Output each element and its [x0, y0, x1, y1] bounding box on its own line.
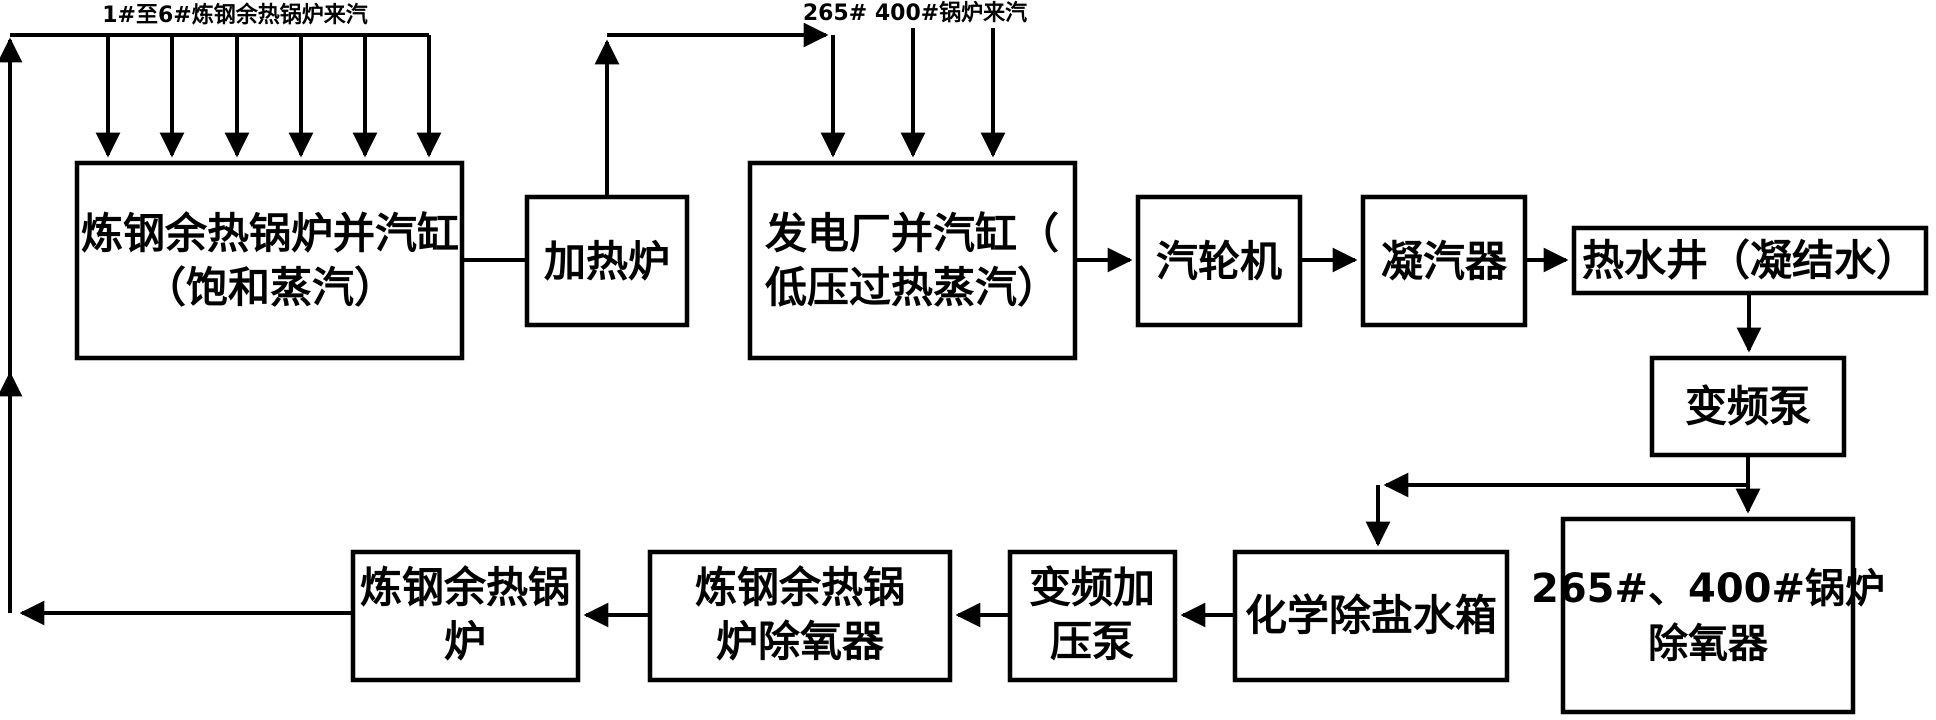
heating-furnace-label: 加热炉	[544, 237, 670, 286]
node-steel-waste-heat-drum	[74, 160, 465, 361]
steel-waste-heat-boiler-label-line2: 炉	[444, 617, 486, 666]
nodes	[74, 160, 1929, 715]
steel-boilers-steam-in-label: 1#至6#炼钢余热锅炉来汽	[102, 2, 367, 28]
node-power-plant-drum	[747, 160, 1078, 361]
power-plant-drum-label-line1: 发电厂并汽缸（	[765, 209, 1059, 258]
vfd-booster-pump-label-line1: 变频加	[1029, 563, 1155, 612]
node-plant-boiler-deaerator	[1560, 516, 1856, 715]
steel-boiler-deaerator-label-line2: 炉除氧器	[716, 617, 885, 666]
condenser-label: 凝汽器	[1381, 237, 1508, 286]
node-vfd-pump	[1649, 355, 1847, 458]
demineralized-tank-label: 化学除盐水箱	[1245, 591, 1497, 640]
node-steel-waste-heat-boiler	[350, 549, 581, 683]
flow-annotations: 1#至6#炼钢余热锅炉来汽 265# 400#锅炉来汽	[102, 0, 1027, 28]
steel-waste-heat-boiler-label-line1: 炼钢余热锅	[360, 563, 570, 612]
steam-turbine-label: 汽轮机	[1156, 237, 1282, 286]
node-steam-turbine	[1135, 194, 1303, 328]
node-heating-furnace	[524, 194, 690, 328]
vfd-booster-pump-label-line2: 压泵	[1050, 617, 1134, 666]
steel-waste-heat-drum-label-line1: 炼钢余热锅炉并汽缸	[81, 209, 459, 258]
connectors	[0, 22, 1762, 628]
hot-water-well-label: 热水井（凝结水）	[1582, 236, 1918, 285]
plant-boiler-deaerator-label-line2: 除氧器	[1648, 621, 1769, 667]
node-demineralized-tank	[1232, 549, 1510, 683]
plant-boilers-steam-in-label: 265# 400#锅炉来汽	[803, 0, 1027, 26]
node-steel-boiler-deaerator	[647, 549, 953, 683]
steel-boiler-deaerator-label-line1: 炼钢余热锅	[695, 563, 905, 612]
steel-waste-heat-drum-label-line2: （饱和蒸汽）	[144, 263, 396, 312]
power-plant-drum-label-line2: 低压过热蒸汽）	[765, 263, 1059, 312]
node-labels: 炼钢余热锅炉并汽缸 （饱和蒸汽） 加热炉 发电厂并汽缸（ 低压过热蒸汽） 汽轮机…	[81, 209, 1918, 667]
node-vfd-booster-pump	[1007, 549, 1178, 683]
plant-boiler-deaerator-label-line1: 265#、400#锅炉	[1531, 566, 1885, 612]
node-hot-water-well	[1571, 225, 1929, 296]
vfd-pump-label: 变频泵	[1685, 382, 1811, 431]
node-condenser	[1360, 194, 1528, 328]
